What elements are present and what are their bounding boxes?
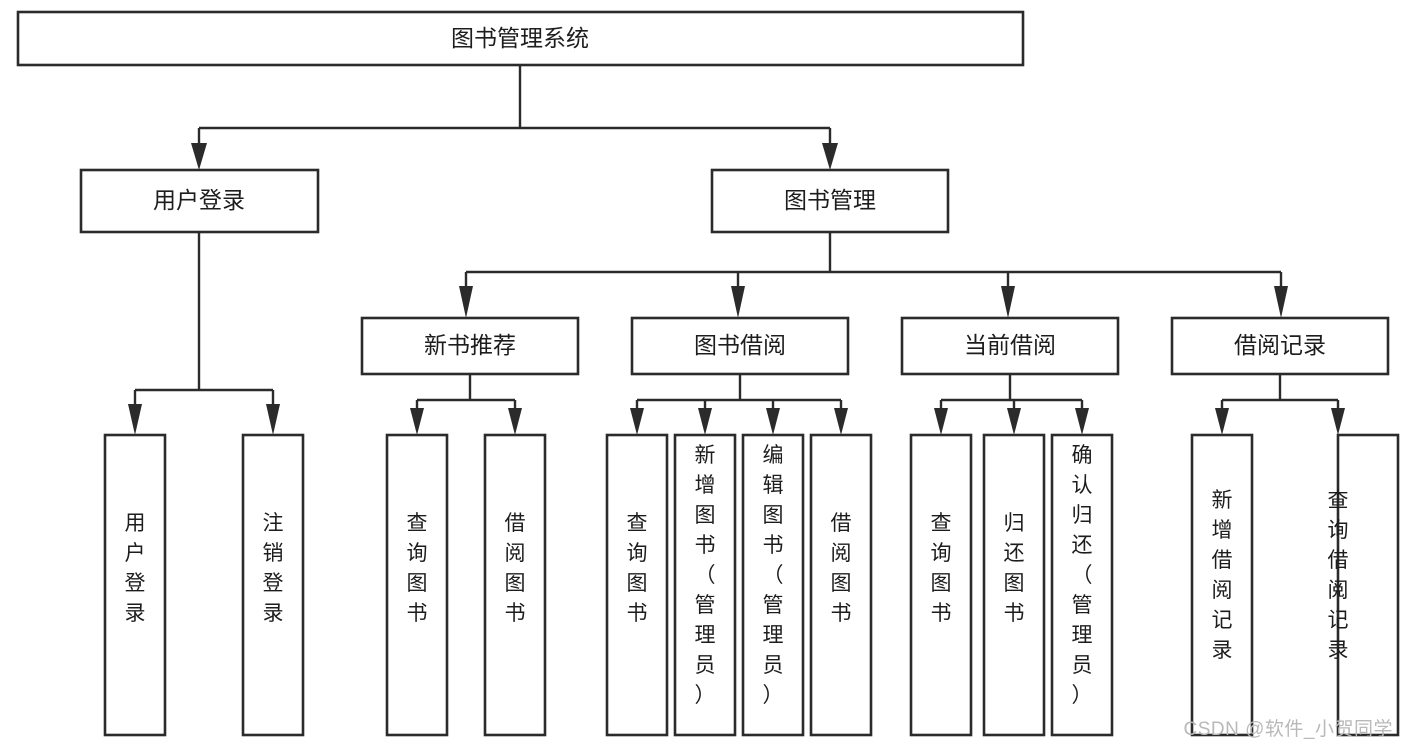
node-leaf-edit-book-admin[interactable]: 编辑图书（管理员） — [741, 433, 805, 737]
node-leaf-query-book-3-box[interactable] — [909, 433, 973, 737]
node-leaf-add-book-admin-label: 新增图书（管理员） — [695, 444, 716, 707]
arrow-to-book-manage — [822, 143, 838, 170]
node-current-borrow-box[interactable] — [900, 316, 1120, 376]
node-root-label: 图书管理系统 — [451, 25, 589, 51]
node-leaf-borrow-book-1[interactable]: 借阅图书 — [483, 433, 547, 737]
node-user-login[interactable]: 用户登录 — [79, 168, 320, 234]
arrow-to-new-book-recommend — [459, 286, 473, 318]
node-leaf-user-login-box[interactable] — [103, 433, 167, 737]
node-leaf-borrow-book-2-label: 借阅图书 — [831, 512, 852, 625]
node-book-borrow-label: 图书借阅 — [694, 332, 786, 358]
node-leaf-edit-book-admin-label: 编辑图书（管理员） — [763, 444, 784, 707]
arrow-to-leaf-edit-book-admin — [766, 408, 780, 435]
node-leaf-logout-label: 注销登录 — [263, 512, 284, 625]
arrow-to-leaf-user-login — [128, 404, 142, 435]
arrow-to-borrow-record — [1274, 286, 1288, 318]
leaf-node-layer: 用户登录 注销登录 查询图书 借阅图书 查询图书 新增图书（管理员） — [103, 433, 1400, 737]
node-book-borrow-box[interactable] — [630, 316, 850, 376]
node-leaf-add-borrow-record-label: 新增借阅记录 — [1212, 489, 1233, 662]
node-borrow-record[interactable]: 借阅记录 — [1170, 316, 1390, 376]
node-leaf-query-book-1-label: 查询图书 — [407, 512, 428, 625]
node-leaf-query-book-3-label: 查询图书 — [931, 512, 952, 625]
node-leaf-borrow-book-1-box[interactable] — [483, 433, 547, 737]
arrow-to-leaf-borrow-book-2 — [834, 408, 848, 435]
arrow-to-leaf-borrow-book-1 — [508, 408, 522, 435]
arrow-to-leaf-add-book-admin — [698, 408, 712, 435]
node-leaf-query-book-2-label: 查询图书 — [627, 512, 648, 625]
node-book-borrow[interactable]: 图书借阅 — [630, 316, 850, 376]
node-current-borrow-label: 当前借阅 — [964, 332, 1056, 358]
node-leaf-query-borrow-record-label: 查询借阅记录 — [1328, 489, 1349, 662]
arrow-to-leaf-return-book — [1007, 408, 1021, 435]
node-leaf-confirm-return-admin-label: 确认归还（管理员） — [1072, 444, 1093, 707]
node-leaf-borrow-book-2-box[interactable] — [809, 433, 873, 737]
node-leaf-add-borrow-record[interactable]: 新增借阅记录 — [1190, 433, 1254, 737]
node-root[interactable]: 图书管理系统 — [16, 10, 1025, 67]
node-user-login-box[interactable] — [79, 168, 320, 234]
arrow-to-user-login — [191, 143, 207, 170]
arrow-to-current-borrow — [1001, 286, 1015, 318]
node-leaf-confirm-return-admin[interactable]: 确认归还（管理员） — [1050, 433, 1114, 737]
node-user-login-label: 用户登录 — [153, 187, 245, 213]
node-leaf-logout[interactable]: 注销登录 — [241, 433, 305, 737]
node-leaf-query-borrow-record-box[interactable] — [1336, 433, 1400, 737]
node-leaf-query-book-3[interactable]: 查询图书 — [909, 433, 973, 737]
arrow-to-leaf-logout — [266, 404, 280, 435]
node-new-book-recommend-label: 新书推荐 — [424, 332, 516, 358]
node-leaf-query-book-2[interactable]: 查询图书 — [605, 433, 669, 737]
arrow-to-leaf-query-book-3 — [934, 408, 948, 435]
node-leaf-edit-book-admin-box[interactable] — [741, 433, 805, 737]
node-leaf-add-book-admin[interactable]: 新增图书（管理员） — [673, 433, 737, 737]
node-book-manage-label: 图书管理 — [784, 187, 876, 213]
node-leaf-confirm-return-admin-box[interactable] — [1050, 433, 1114, 737]
node-leaf-query-book-2-box[interactable] — [605, 433, 669, 737]
connector-layer — [128, 65, 1345, 435]
arrow-to-leaf-query-borrow-record — [1331, 408, 1345, 435]
node-borrow-record-label: 借阅记录 — [1234, 332, 1326, 358]
node-leaf-return-book[interactable]: 归还图书 — [982, 433, 1046, 737]
node-leaf-user-login-label: 用户登录 — [125, 512, 146, 625]
arrow-to-leaf-query-book-1 — [410, 408, 424, 435]
arrow-to-leaf-confirm-return-admin — [1075, 408, 1089, 435]
node-leaf-return-book-box[interactable] — [982, 433, 1046, 737]
node-leaf-logout-box[interactable] — [241, 433, 305, 737]
node-leaf-user-login[interactable]: 用户登录 — [103, 433, 167, 737]
node-root-box[interactable] — [16, 10, 1025, 67]
node-leaf-query-book-1-box[interactable] — [385, 433, 449, 737]
node-borrow-record-box[interactable] — [1170, 316, 1390, 376]
node-leaf-return-book-label: 归还图书 — [1004, 512, 1025, 625]
node-current-borrow[interactable]: 当前借阅 — [900, 316, 1120, 376]
node-leaf-add-borrow-record-box[interactable] — [1190, 433, 1254, 737]
node-new-book-recommend[interactable]: 新书推荐 — [360, 316, 580, 376]
arrow-to-leaf-add-borrow-record — [1215, 408, 1229, 435]
node-leaf-query-book-1[interactable]: 查询图书 — [385, 433, 449, 737]
node-book-manage[interactable]: 图书管理 — [710, 168, 950, 234]
arrow-to-leaf-query-book-2 — [630, 408, 644, 435]
arrow-to-book-borrow — [731, 286, 745, 318]
node-leaf-add-book-admin-box[interactable] — [673, 433, 737, 737]
csdn-watermark: CSDN @软件_小贺同学 — [1183, 719, 1393, 740]
node-leaf-borrow-book-2[interactable]: 借阅图书 — [809, 433, 873, 737]
node-book-manage-box[interactable] — [710, 168, 950, 234]
node-leaf-query-borrow-record[interactable]: 查询借阅记录 — [1328, 433, 1400, 737]
node-new-book-recommend-box[interactable] — [360, 316, 580, 376]
node-leaf-borrow-book-1-label: 借阅图书 — [505, 512, 526, 625]
